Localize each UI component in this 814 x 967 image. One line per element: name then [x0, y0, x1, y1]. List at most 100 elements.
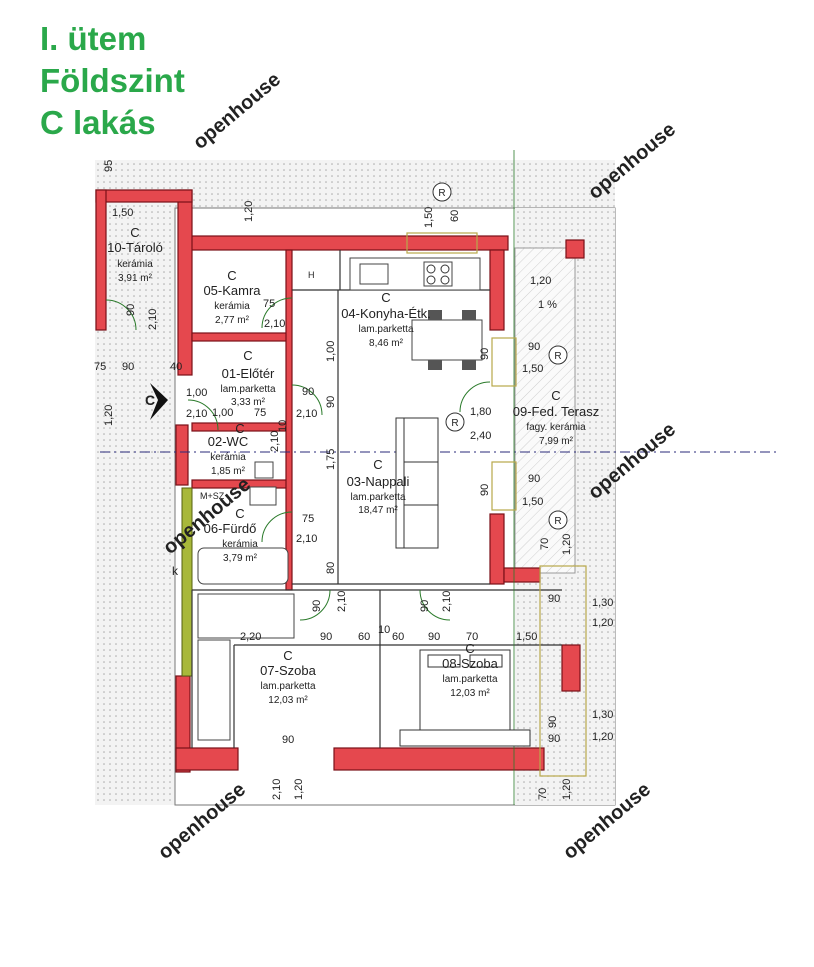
room-05-area: 2,77 m² — [215, 315, 250, 326]
room-04-floor: lam.parketta — [358, 324, 413, 335]
wall-left-upper — [177, 189, 193, 376]
dim-label: 1,20 — [592, 617, 613, 629]
dimension-labels: 1,50 1,20 1 % 75 2,10 90 1,50 1,00 90 2,… — [94, 207, 613, 746]
dim-label: 90 — [325, 396, 337, 408]
dim-label: 90 — [548, 733, 560, 745]
wall-bottom — [333, 747, 545, 771]
axis-marker-mid — [445, 412, 465, 432]
room-10-area: 3,91 m² — [118, 273, 153, 284]
room-09-name: 09-Fed. Terasz — [513, 404, 599, 419]
room-03-floor: lam.parketta — [350, 492, 405, 503]
room-05-floor: kerámia — [214, 301, 250, 312]
slope-label: 1 % — [538, 299, 557, 311]
room-07-area: 12,03 m² — [268, 695, 308, 706]
room-06-name: 06-Fürdő — [204, 521, 257, 536]
dim-label: 90 — [282, 734, 294, 746]
dim-label: 1,50 — [522, 363, 543, 375]
dim-label: 90 — [528, 341, 540, 353]
wall-chimney — [565, 239, 585, 259]
dim-label: 1,75 — [325, 449, 337, 470]
room-10-code: C — [130, 225, 139, 240]
dim-label: 75 — [263, 298, 275, 310]
room-08-name: 08-Szoba — [442, 656, 498, 671]
wall-entry-lower — [175, 424, 189, 486]
room-06-code: C — [235, 506, 244, 521]
fixture-msz-label: M+SZ — [200, 491, 225, 501]
insulation-strip — [181, 487, 193, 677]
svg-text:R: R — [451, 418, 458, 429]
dim-label: 70 — [466, 631, 478, 643]
dim-label: 90 — [122, 361, 134, 373]
entrance-arrow-icon — [150, 383, 168, 420]
dim-label: 1,20 — [103, 405, 115, 426]
dim-label: 1,00 — [186, 387, 207, 399]
dim-label: 2,10 — [296, 533, 317, 545]
room-01-code: C — [243, 348, 252, 363]
dim-label: 80 — [325, 562, 337, 574]
dim-label: 60 — [392, 631, 404, 643]
svg-text:R: R — [554, 351, 561, 362]
wall-storage-top — [95, 189, 193, 203]
wall-right-step — [503, 567, 541, 583]
dim-label: 90 — [479, 348, 491, 360]
terrace-deck — [514, 247, 576, 574]
watermark-text: openhouse — [189, 68, 285, 153]
dim-label: 1,00 — [212, 407, 233, 419]
dim-label: 75 — [302, 513, 314, 525]
room-06-floor: kerámia — [222, 539, 258, 550]
dim-label: 1,20 — [293, 779, 305, 800]
cut-letter: C — [145, 392, 155, 408]
dim-label: 1,50 — [423, 207, 435, 228]
dim-label: 1,20 — [592, 731, 613, 743]
room-03-name: 03-Nappali — [347, 474, 410, 489]
svg-text:R: R — [554, 516, 561, 527]
dim-label: 10 — [277, 420, 289, 432]
wall-storage-left — [95, 189, 107, 331]
heading-apartment: C lakás — [40, 104, 156, 141]
dim-label: 1,30 — [592, 709, 613, 721]
heading-phase: I. ütem — [40, 20, 147, 57]
dim-label: 90 — [320, 631, 332, 643]
dim-label: 1,20 — [561, 779, 573, 800]
wall-bottom-corner — [175, 747, 239, 771]
room-02-name: 02-WC — [208, 434, 248, 449]
room-05-name: 05-Kamra — [203, 283, 261, 298]
dim-label: 90 — [302, 386, 314, 398]
wall-right-mid — [489, 513, 505, 585]
room-lines — [191, 250, 562, 748]
dim-label: 2,10 — [296, 408, 317, 420]
dim-label: 2,10 — [264, 318, 285, 330]
dim-label: 40 — [170, 361, 182, 373]
room-09-code: C — [551, 388, 560, 403]
room-04-name: 04-Konyha-Étk. — [341, 306, 431, 321]
room-02-code: C — [235, 421, 244, 436]
walls — [95, 189, 585, 773]
dim-label: 2,10 — [271, 779, 283, 800]
room-02-area: 1,85 m² — [211, 466, 246, 477]
dim-label: 1,30 — [592, 597, 613, 609]
room-05-code: C — [227, 268, 236, 283]
dim-label: 1,50 — [522, 496, 543, 508]
room-labels: C 10-Tároló kerámia 3,91 m² C 05-Kamra k… — [107, 225, 599, 706]
room-09-floor: fagy. kerámia — [526, 422, 586, 433]
windows — [406, 232, 587, 777]
kitchen-fixtures — [349, 257, 483, 370]
door-arcs — [105, 297, 491, 621]
dim-label: 1,00 — [325, 341, 337, 362]
fixture-h-label: H — [308, 270, 315, 280]
dim-label: 90 — [125, 304, 137, 316]
dim-label: 1,50 — [112, 207, 133, 219]
sofa — [395, 417, 439, 549]
axis-marker-top — [432, 182, 452, 202]
room-07-name: 07-Szoba — [260, 663, 316, 678]
dim-label: 2,10 — [336, 591, 348, 612]
dim-label: 90 — [548, 593, 560, 605]
dim-label: 75 — [94, 361, 106, 373]
heading-floor: Földszint — [40, 62, 185, 99]
dim-label: 90 — [311, 600, 323, 612]
dim-label: 2,20 — [240, 631, 261, 643]
dim-label: 2,10 — [441, 591, 453, 612]
dim-label: 75 — [254, 407, 266, 419]
room-01-area: 3,33 m² — [231, 397, 266, 408]
dim-label: 1,80 — [470, 406, 491, 418]
